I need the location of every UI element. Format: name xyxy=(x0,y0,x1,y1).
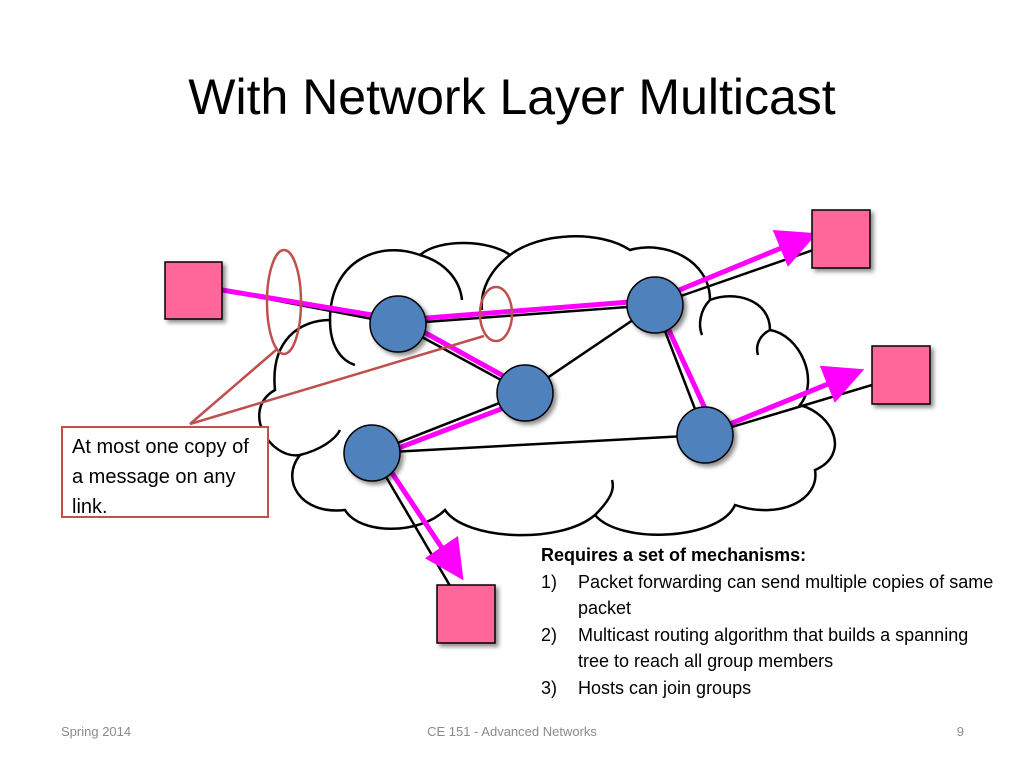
multicast-segment-2 xyxy=(377,317,541,581)
link-r1-r3 xyxy=(397,303,656,326)
list-item-text: Multicast routing algorithm that builds … xyxy=(578,624,969,672)
requirements-heading: Requires a set of mechanisms: xyxy=(541,545,807,565)
pink-square-host-icon xyxy=(436,584,496,644)
requirements-block: Requires a set of mechanisms: 1) Packet … xyxy=(541,542,1001,701)
pink-square-host-icon xyxy=(871,345,931,405)
page-title: With Network Layer Multicast xyxy=(188,69,836,125)
multicast-segment-3 xyxy=(654,229,818,303)
link-r5-host3 xyxy=(704,374,903,437)
list-item-text: Hosts can join groups xyxy=(578,677,752,698)
list-item-number: 1) xyxy=(541,571,558,592)
blue-circle-router-icon xyxy=(343,424,401,482)
list-item: 1) Packet forwarding can send multiple c… xyxy=(541,569,1001,622)
list-item: 3) Hosts can join groups xyxy=(541,675,1001,702)
pink-square-host-icon xyxy=(811,209,871,269)
footer-date: Spring 2014 xyxy=(61,724,132,739)
blue-circle-router-icon xyxy=(676,406,734,464)
link-highlight-ellipse xyxy=(265,248,303,356)
routers xyxy=(343,276,734,482)
callout-text: At most one copy of a message on any lin… xyxy=(72,436,249,518)
list-item-number: 2) xyxy=(541,624,558,645)
blue-circle-router-icon xyxy=(626,276,684,334)
list-item: 2) Multicast routing algorithm that buil… xyxy=(541,622,1001,675)
footer-page-number: 9 xyxy=(956,724,964,739)
blue-circle-router-icon xyxy=(496,364,554,422)
list-item-text: Packet forwarding can send multiple copi… xyxy=(578,571,994,619)
blue-circle-router-icon xyxy=(369,295,427,353)
list-item-number: 3) xyxy=(541,677,558,698)
pink-square-host-icon xyxy=(164,261,223,320)
callout-pointers xyxy=(189,248,514,426)
callout-pointer-line xyxy=(189,334,485,426)
link-r4-r5 xyxy=(371,433,706,455)
requirements-list: 1) Packet forwarding can send multiple c… xyxy=(541,569,1001,702)
callout-box: At most one copy of a message on any lin… xyxy=(61,426,269,518)
callout-pointer-line xyxy=(189,349,277,425)
hosts xyxy=(164,209,931,644)
link-highlight-ellipse xyxy=(478,285,514,343)
footer-course: CE 151 - Advanced Networks xyxy=(427,724,597,739)
